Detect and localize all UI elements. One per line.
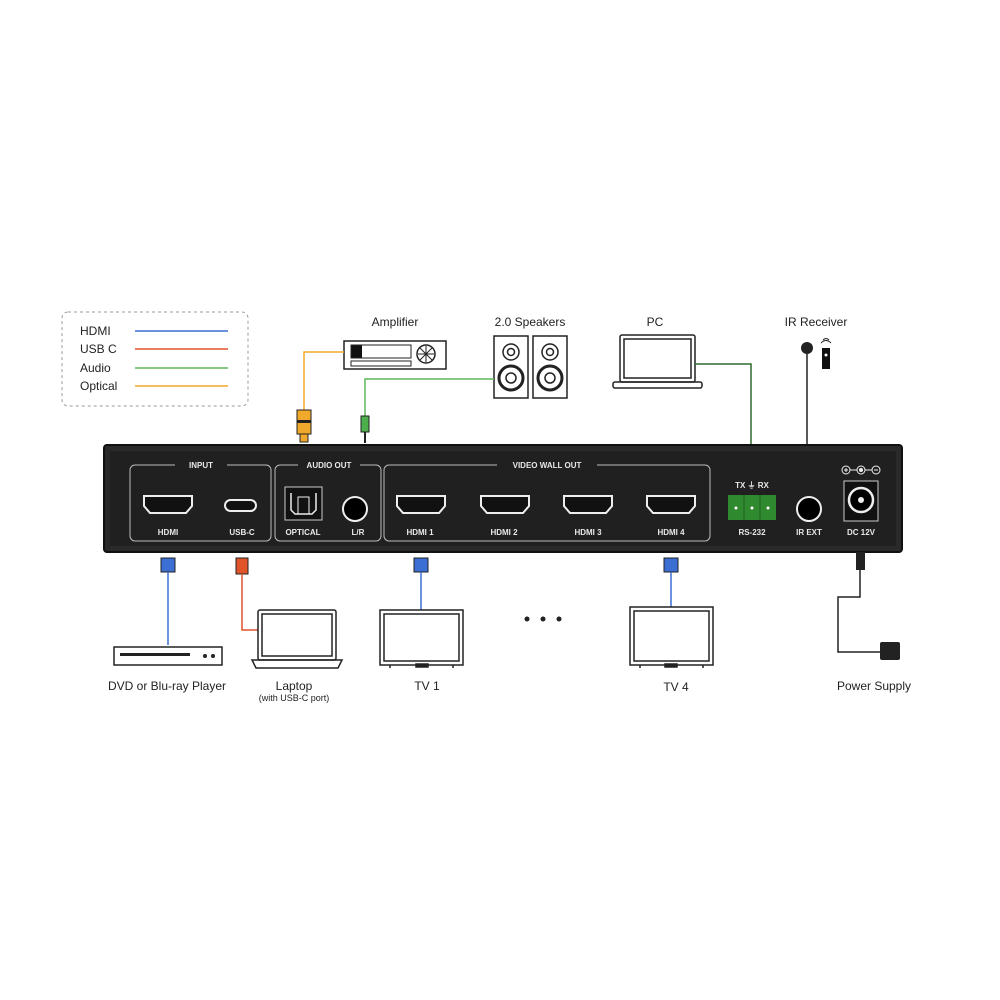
usbc-connector-icon <box>235 557 249 575</box>
group-input: INPUT <box>189 461 213 470</box>
dc-power-port[interactable] <box>843 480 879 522</box>
rs232-port[interactable] <box>728 495 776 520</box>
power-cable <box>837 570 880 653</box>
optical-cable <box>303 351 344 412</box>
dc-plug-icon <box>856 552 865 570</box>
legend-hdmi: HDMI <box>80 324 111 338</box>
polarity-icon <box>841 465 881 475</box>
optical-connector-icon <box>296 409 312 443</box>
laptop-label: Laptop <box>276 679 313 693</box>
power-adapter-icon <box>880 642 900 660</box>
laptop-pc-icon <box>612 334 703 389</box>
port-label: IR EXT <box>796 528 822 537</box>
port-label: HDMI 4 <box>657 528 685 537</box>
rs232-cable <box>695 363 752 450</box>
tv4-icon <box>629 606 714 668</box>
ellipsis-icon <box>524 616 562 622</box>
hdmi2-port[interactable] <box>480 495 530 514</box>
port-label: OPTICAL <box>285 528 320 537</box>
hdmi3-port[interactable] <box>563 495 613 514</box>
optical-port[interactable] <box>284 486 323 521</box>
hdmi1-port[interactable] <box>396 495 446 514</box>
legend: HDMI USB C Audio Optical <box>61 311 249 407</box>
usbc-cable <box>241 574 258 631</box>
ir-receiver-label: IR Receiver <box>785 315 848 329</box>
legend-usbc: USB C <box>80 342 117 356</box>
port-label: HDMI <box>158 528 178 537</box>
port-label: HDMI 2 <box>490 528 518 537</box>
speakers-icon <box>493 335 568 399</box>
port-label: RS-232 <box>738 528 766 537</box>
video-wall-controller: INPUT AUDIO OUT VIDEO WALL OUT HDMI USB-… <box>103 444 903 553</box>
usbc-input-port[interactable] <box>224 499 257 512</box>
dvd-player-icon <box>113 646 223 666</box>
port-label: HDMI 3 <box>574 528 602 537</box>
ir-receiver-icon <box>801 338 832 369</box>
group-video-wall-out: VIDEO WALL OUT <box>513 461 582 470</box>
ir-ext-port[interactable] <box>796 496 822 522</box>
tv4-label: TV 4 <box>663 680 689 694</box>
pc-label: PC <box>647 315 664 329</box>
hdmi4-port[interactable] <box>646 495 696 514</box>
group-audio-out: AUDIO OUT <box>307 461 352 470</box>
lr-audio-port[interactable] <box>342 496 368 522</box>
port-label: USB-C <box>229 528 255 537</box>
power-supply-label: Power Supply <box>837 679 911 693</box>
hdmi-input-port[interactable] <box>143 495 193 514</box>
legend-audio: Audio <box>80 361 111 375</box>
port-label: HDMI 1 <box>406 528 434 537</box>
port-label: L/R <box>352 528 365 537</box>
tv1-icon <box>379 609 464 668</box>
audio-jack-icon <box>360 415 370 443</box>
tv1-label: TV 1 <box>414 679 440 693</box>
hdmi-out-ports[interactable] <box>396 495 696 514</box>
legend-optical: Optical <box>80 379 117 393</box>
port-label: DC 12V <box>847 528 876 537</box>
speakers-label: 2.0 Speakers <box>495 315 566 329</box>
amplifier-icon <box>343 340 447 370</box>
laptop-icon <box>250 609 344 669</box>
laptop-note: (with USB-C port) <box>259 693 330 703</box>
rs232-pin-label: TX ⏚ RX <box>735 481 769 490</box>
dvd-label: DVD or Blu-ray Player <box>108 679 226 693</box>
amplifier-label: Amplifier <box>372 315 419 329</box>
audio-cable <box>364 378 494 418</box>
